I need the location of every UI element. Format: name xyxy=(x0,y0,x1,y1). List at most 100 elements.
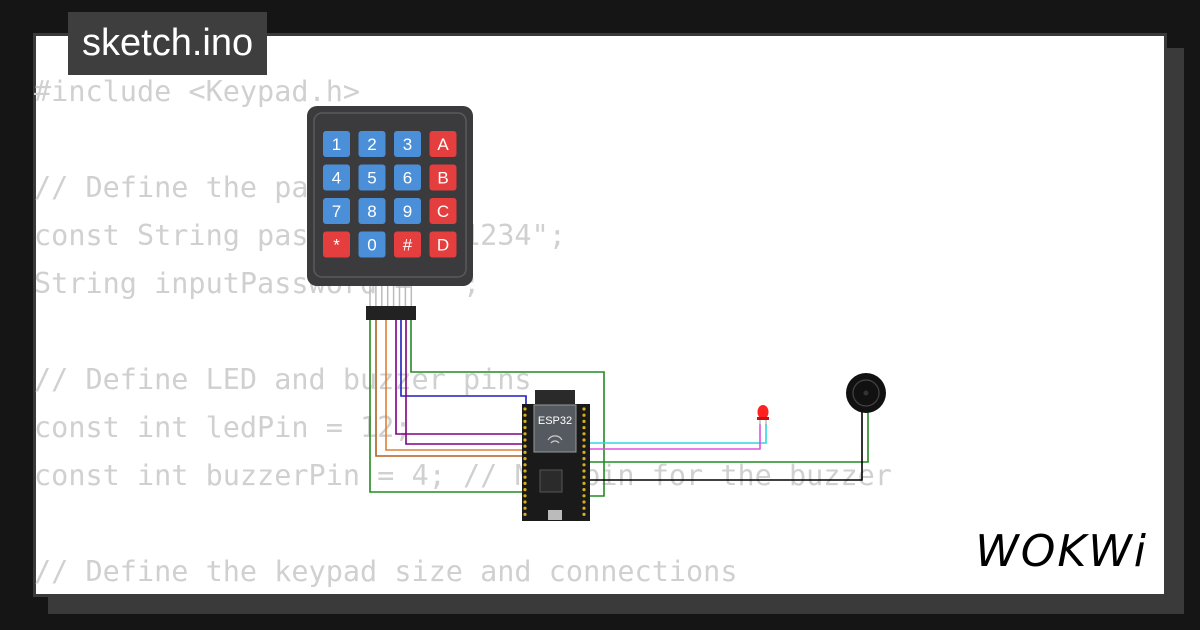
keypad-key[interactable]: D xyxy=(429,231,457,258)
keypad-key-face xyxy=(394,164,421,191)
wokwi-logo: WOKWi xyxy=(975,526,1148,577)
keypad-key-label: 3 xyxy=(403,135,412,154)
keypad-key-label: A xyxy=(437,135,449,154)
keypad-key-label: 7 xyxy=(332,202,341,221)
board-label: ESP32 xyxy=(538,415,572,427)
keypad-key-label: 4 xyxy=(332,169,341,188)
wire-purple-1 xyxy=(395,318,524,435)
keypad-key[interactable]: 2 xyxy=(358,131,386,157)
keypad-key[interactable]: 3 xyxy=(394,131,421,157)
keypad-key[interactable]: A xyxy=(429,131,457,157)
wire-green-low xyxy=(369,318,524,493)
connector-pins xyxy=(369,286,413,306)
board-pin xyxy=(582,463,586,467)
keypad-key-face xyxy=(323,131,350,157)
keypad-key[interactable]: 5 xyxy=(358,164,386,191)
board-pin xyxy=(582,488,586,492)
code-line: // Define LED and buzzer pins xyxy=(34,363,532,396)
board-pin xyxy=(582,457,586,461)
keypad-key-label: D xyxy=(437,236,449,255)
buzzer[interactable] xyxy=(846,373,886,413)
keypad-key[interactable]: 0 xyxy=(358,231,386,258)
keypad-key-face xyxy=(358,198,386,224)
wifi-icon xyxy=(547,435,563,444)
board-pin xyxy=(582,407,586,411)
keypad-inner xyxy=(313,112,467,278)
board-pin xyxy=(582,494,586,498)
board-pin xyxy=(523,469,527,473)
board-pin xyxy=(523,444,527,448)
keypad-key-label: 9 xyxy=(403,202,412,221)
wire-cyan-led xyxy=(586,424,767,444)
board-chip xyxy=(539,469,563,493)
board-pin xyxy=(582,438,586,442)
wires xyxy=(369,318,869,497)
board-pin xyxy=(523,432,527,436)
keypad-key[interactable]: 9 xyxy=(394,198,421,224)
keypad-key[interactable]: 1 xyxy=(323,131,350,157)
keypad-key[interactable]: C xyxy=(429,198,457,224)
keypad-key-label: * xyxy=(333,236,340,255)
wire-black-buzzer xyxy=(586,412,863,481)
keypad-key[interactable]: 6 xyxy=(394,164,421,191)
keypad-connector xyxy=(366,286,416,320)
board-pin xyxy=(523,438,527,442)
board-antenna xyxy=(535,390,575,406)
keypad-key[interactable]: 8 xyxy=(358,198,386,224)
keypad-keys: 1 2 3 A 4 5 6 B 7 8 9 C * 0 # D xyxy=(323,131,457,258)
wire-purple-2 xyxy=(405,318,524,445)
keypad-key[interactable]: * xyxy=(323,231,350,258)
keypad-key-label: # xyxy=(403,236,413,255)
keypad-key-face xyxy=(358,231,386,258)
code-background: #include <Keypad.h>// Define the passwor… xyxy=(34,68,892,596)
board-pin xyxy=(523,450,527,454)
file-tab[interactable]: sketch.ino xyxy=(68,12,268,75)
board-pin xyxy=(582,450,586,454)
keypad-key-label: 8 xyxy=(367,202,376,221)
keypad-key-face xyxy=(323,198,350,224)
keypad-key[interactable]: B xyxy=(429,164,457,191)
led[interactable] xyxy=(757,405,769,426)
board-pin xyxy=(523,419,527,423)
connector-header xyxy=(366,306,416,320)
led-bulb xyxy=(757,405,769,419)
keypad-key-face xyxy=(323,231,350,258)
keypad-key[interactable]: 7 xyxy=(323,198,350,224)
esp32-board[interactable]: ESP32 xyxy=(522,390,590,521)
board-module xyxy=(533,404,577,453)
keypad-key-face xyxy=(429,164,457,191)
board-pin xyxy=(523,463,527,467)
board-pin xyxy=(523,500,527,504)
board-pin xyxy=(523,481,527,485)
board-pin xyxy=(523,475,527,479)
keypad-key[interactable]: 4 xyxy=(323,164,350,191)
board-pin xyxy=(582,469,586,473)
keypad-key-face xyxy=(429,198,457,224)
usb-port xyxy=(548,510,562,520)
keypad-key-label: 1 xyxy=(332,135,341,154)
code-line: // Define the keypad size and connection… xyxy=(34,555,738,588)
board-pin xyxy=(582,500,586,504)
board-pin xyxy=(523,494,527,498)
keypad-key-face xyxy=(429,231,457,258)
buzzer-hole xyxy=(863,390,869,396)
board-pin xyxy=(582,413,586,417)
keypad-key-label: B xyxy=(437,169,448,188)
board-pins xyxy=(523,407,586,517)
keypad-key-face xyxy=(394,131,421,157)
board-pin xyxy=(523,413,527,417)
keypad[interactable]: 1 2 3 A 4 5 6 B 7 8 9 C * 0 # D xyxy=(307,106,473,320)
keypad-key-label: 2 xyxy=(367,135,376,154)
board-pin xyxy=(523,506,527,510)
board-pin xyxy=(582,432,586,436)
keypad-key-label: 5 xyxy=(367,169,376,188)
board-pin xyxy=(523,488,527,492)
keypad-key-face xyxy=(358,164,386,191)
keypad-key-label: C xyxy=(437,202,449,221)
keypad-key[interactable]: # xyxy=(394,231,421,258)
preview-card xyxy=(33,33,1167,597)
wire-blue xyxy=(400,318,527,440)
keypad-key-label: 6 xyxy=(403,169,412,188)
wire-green-buzzer xyxy=(586,412,869,463)
